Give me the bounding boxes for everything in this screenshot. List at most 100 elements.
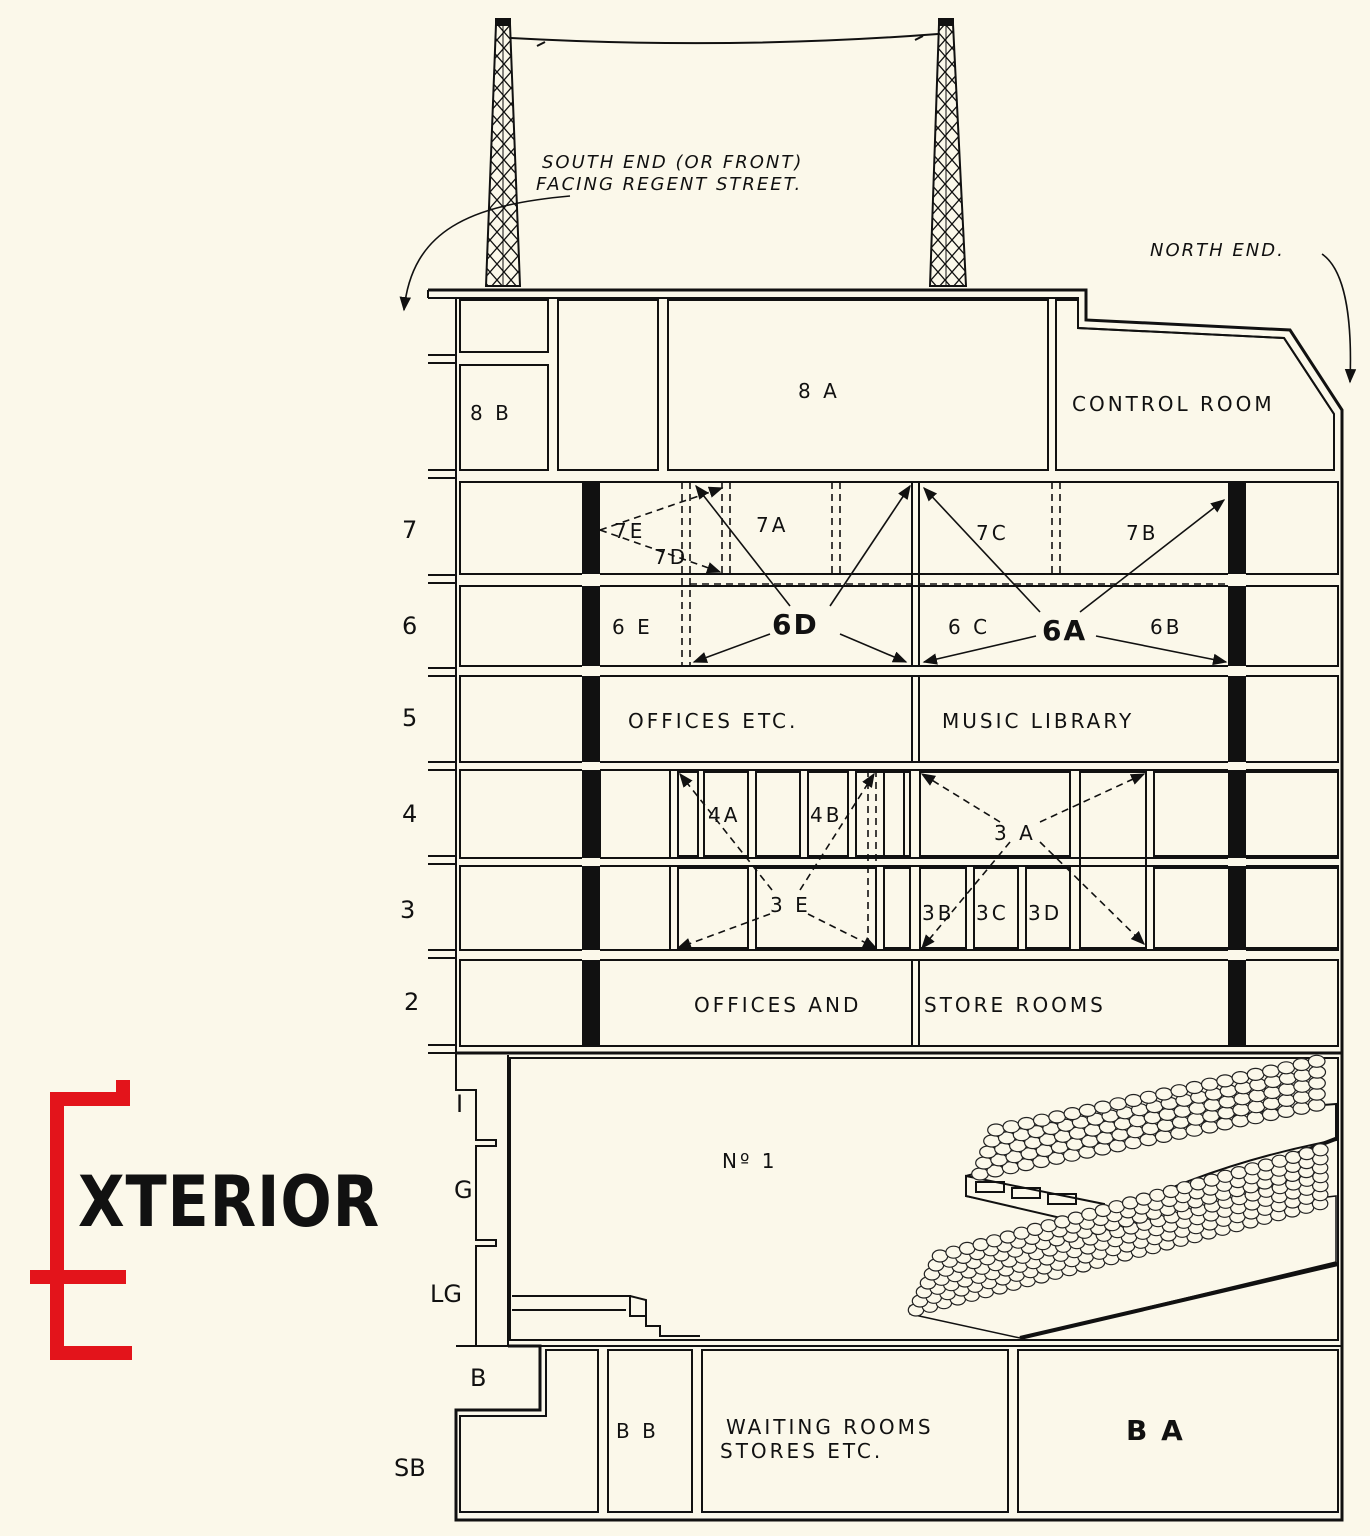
label-3e: 3 E — [770, 893, 811, 917]
label-stores-etc: STORES ETC. — [720, 1439, 883, 1463]
seat — [1078, 1103, 1097, 1118]
label-music-library: MUSIC LIBRARY — [942, 709, 1134, 733]
seat — [1216, 1074, 1234, 1088]
south-end-arrow — [399, 195, 571, 312]
label-store-rooms: STORE ROOMS — [924, 993, 1106, 1017]
aerial-wire — [510, 33, 939, 45]
radio-masts — [484, 18, 968, 287]
label-ba: B A — [1126, 1414, 1185, 1447]
north-end-arrow — [1321, 253, 1357, 384]
seat — [1170, 1084, 1189, 1098]
floor-label-lg: LG — [430, 1280, 462, 1308]
seat — [1231, 1070, 1250, 1085]
seat — [1307, 1087, 1326, 1101]
room-bb — [607, 1349, 693, 1513]
seat — [1307, 1054, 1326, 1068]
seat — [1002, 1120, 1021, 1134]
seat — [1307, 1098, 1326, 1112]
label-6a: 6A — [1042, 614, 1087, 647]
floor-label-3: 3 — [400, 896, 415, 924]
studio-6d-sightlines — [599, 484, 911, 663]
seat — [1233, 1092, 1252, 1106]
seat — [1231, 1114, 1250, 1128]
floor-numbers: 7 6 5 4 3 2 I G LG B SB — [394, 516, 486, 1482]
basement: B B WAITING ROOMS STORES ETC. B A — [459, 1349, 1339, 1513]
seat — [1261, 1064, 1280, 1078]
seat — [1185, 1080, 1204, 1095]
room-8-stair — [557, 299, 659, 471]
seat — [1277, 1104, 1295, 1119]
studio-6a-sightlines — [922, 486, 1228, 666]
label-3a: 3 A — [994, 821, 1036, 845]
label-3c: 3C — [976, 901, 1009, 925]
label-bb: B B — [616, 1419, 659, 1443]
seat — [1232, 1103, 1251, 1117]
studio-3e-sightlines — [676, 772, 878, 949]
room-8-small — [459, 299, 549, 353]
label-7b: 7B — [1126, 521, 1158, 545]
north-mast — [928, 18, 968, 287]
label-7e: 7E — [614, 519, 645, 543]
label-8a: 8 A — [798, 379, 840, 403]
seat — [1063, 1106, 1082, 1121]
seat — [1292, 1101, 1311, 1115]
room-waiting — [701, 1349, 1009, 1513]
floor-label-4: 4 — [402, 800, 417, 828]
label-6c: 6 C — [948, 615, 990, 639]
floor-label-6: 6 — [402, 612, 417, 640]
seat — [983, 1134, 1001, 1148]
seat — [1248, 1089, 1267, 1103]
label-4b: 4B — [810, 803, 842, 827]
label-offices-and: OFFICES AND — [694, 993, 861, 1017]
seat — [1292, 1057, 1311, 1072]
seat — [1139, 1090, 1158, 1104]
seat — [1124, 1093, 1143, 1108]
seat — [1200, 1120, 1219, 1134]
seat — [1218, 1095, 1237, 1109]
seat — [1312, 1143, 1329, 1157]
seat — [1200, 1077, 1219, 1091]
seat — [1217, 1106, 1235, 1120]
seat — [1261, 1107, 1280, 1122]
exterior-heading: XTERIOR — [30, 1080, 379, 1360]
label-waiting-rooms: WAITING ROOMS — [726, 1415, 934, 1439]
label-6b: 6B — [1150, 615, 1182, 639]
south-mast — [484, 18, 522, 287]
seat — [1262, 1096, 1281, 1111]
seat — [979, 1145, 997, 1159]
label-7c: 7C — [976, 521, 1009, 545]
floor-label-2: 2 — [404, 988, 419, 1016]
seat — [1308, 1065, 1327, 1079]
seat — [1278, 1082, 1296, 1097]
north-end-caption: NORTH END. — [1150, 240, 1285, 261]
seat — [1048, 1110, 1066, 1124]
label-8b: 8 B — [470, 401, 512, 425]
floor-label-7: 7 — [402, 516, 417, 544]
floor-label-5: 5 — [402, 704, 417, 732]
seat — [1247, 1100, 1266, 1114]
label-3b: 3B — [922, 901, 954, 925]
studio-3a-sightlines — [920, 773, 1146, 950]
seat — [1215, 1117, 1234, 1131]
seat — [987, 1123, 1005, 1137]
label-4a: 4A — [708, 803, 740, 827]
south-end-caption-line2: FACING REGENT STREET. — [536, 174, 802, 195]
seat — [1170, 1126, 1188, 1140]
seat — [1109, 1097, 1128, 1111]
label-6d: 6D — [772, 608, 819, 641]
seat — [1202, 1109, 1220, 1123]
seat — [1293, 1079, 1311, 1093]
room-ba — [1017, 1349, 1339, 1513]
seat — [1277, 1061, 1296, 1075]
stalls — [907, 1143, 1339, 1340]
seat — [1246, 1111, 1265, 1125]
seat — [1308, 1076, 1326, 1090]
heading-initial-letter — [30, 1080, 132, 1360]
floor-label-g: G — [454, 1176, 473, 1204]
room-8a — [667, 299, 1049, 471]
floor-label-sb: SB — [394, 1454, 426, 1482]
seat — [971, 1167, 989, 1181]
seat — [1017, 1116, 1036, 1131]
seat — [1293, 1068, 1312, 1082]
